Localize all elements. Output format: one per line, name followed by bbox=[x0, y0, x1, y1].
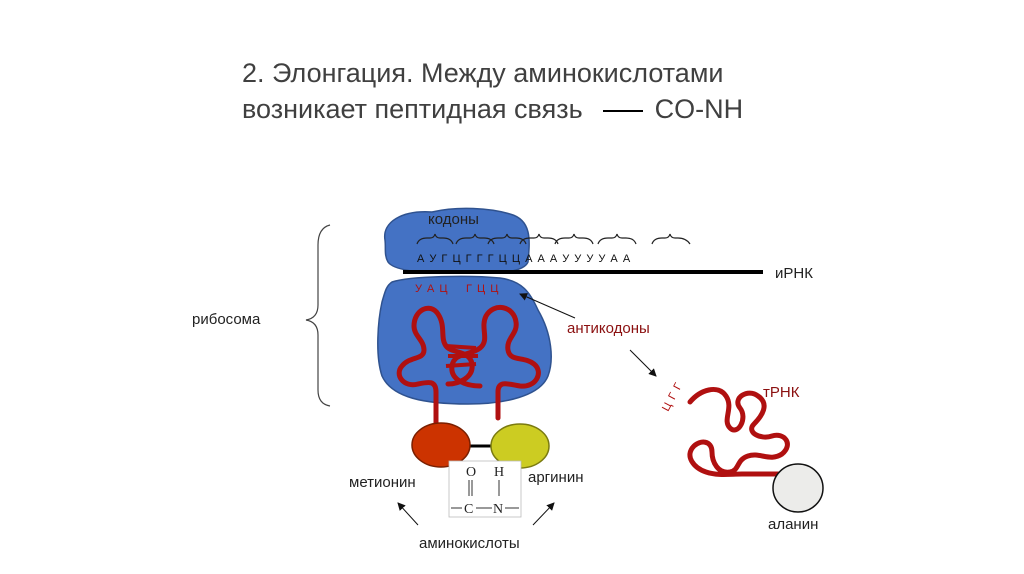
trna-label: тРНК bbox=[763, 384, 800, 401]
title-line-2-text: возникает пептидная связь bbox=[242, 94, 583, 124]
arginine-label: аргинин bbox=[528, 469, 583, 486]
title-line-2: возникает пептидная связь CO-NH bbox=[242, 91, 942, 127]
trna-pair-bridge bbox=[445, 344, 478, 368]
trna-free bbox=[687, 386, 791, 477]
anticodons-arrow bbox=[519, 293, 576, 319]
slide-title: 2. Элонгация. Между аминокислотами возни… bbox=[242, 55, 942, 127]
chem-O: O bbox=[466, 465, 476, 480]
methionine-label: метионин bbox=[349, 474, 416, 491]
alanine-label: аланин bbox=[768, 516, 818, 533]
trna-arrow bbox=[629, 349, 657, 377]
chem-H: H bbox=[494, 465, 504, 480]
trna-anticodon: Ц Г Г bbox=[660, 380, 685, 413]
ribosome-small-subunit bbox=[384, 207, 530, 274]
chem-N: N bbox=[493, 502, 503, 517]
mrna-sequence: А У Г Ц Г Г Г Ц Ц А А А У У У У А А bbox=[417, 253, 631, 265]
codon-braces bbox=[416, 233, 691, 245]
amino-acids-label: аминокислоты bbox=[419, 535, 520, 552]
ribosome-bracket bbox=[305, 224, 331, 407]
peptide-bond-formula: O H C N bbox=[448, 460, 522, 518]
mrna-label: иРНК bbox=[775, 265, 813, 282]
methionine-arrow bbox=[397, 502, 419, 526]
arginine-arrow bbox=[532, 502, 555, 526]
methionine-circle bbox=[411, 422, 471, 468]
anticodons-label: антикодоны bbox=[567, 320, 650, 337]
anticodon-right: Г Ц Ц bbox=[466, 283, 499, 295]
alanine-circle bbox=[772, 463, 824, 513]
bond-dash bbox=[602, 109, 643, 112]
chem-C: C bbox=[464, 502, 473, 517]
codons-label: кодоны bbox=[428, 211, 479, 228]
bond-formula: CO-NH bbox=[654, 94, 744, 124]
anticodon-left: У А Ц bbox=[415, 283, 449, 295]
title-line-1: 2. Элонгация. Между аминокислотами bbox=[242, 58, 724, 88]
ribosome-label: рибосома bbox=[192, 311, 261, 328]
